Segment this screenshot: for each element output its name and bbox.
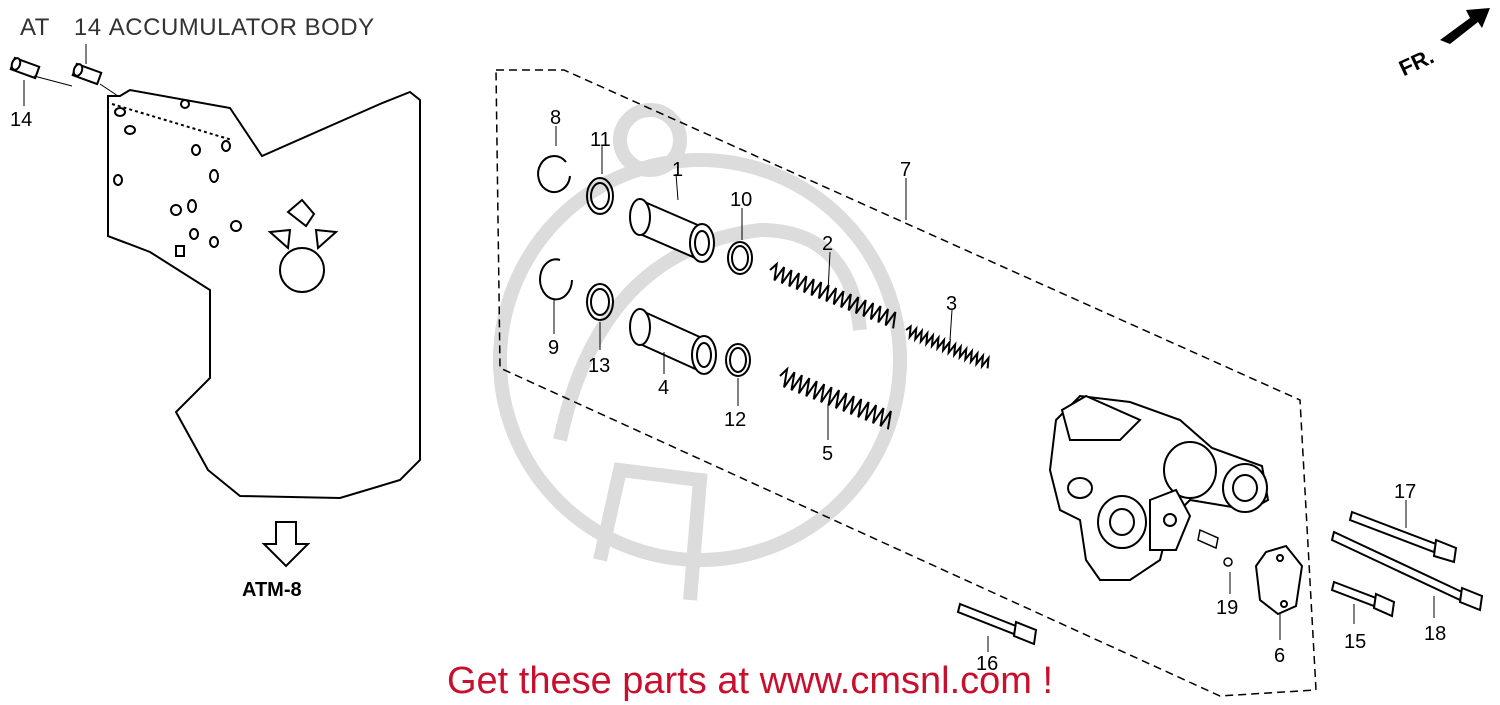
snap-rings [537,155,573,301]
callout-18: 18 [1424,623,1446,645]
accumulator-springs [769,261,990,430]
callout-14-left: 14 [10,109,32,131]
callout-16: 16 [976,653,998,675]
check-ball [1197,528,1233,567]
callout-17: 17 [1394,481,1416,503]
callout-9: 9 [548,337,559,359]
callout-4: 4 [658,377,669,399]
cover-plate [1254,544,1304,616]
title-category: AT [20,14,50,41]
callout-10: 10 [730,189,752,211]
front-direction-arrow: FR. [1395,8,1490,81]
dowel-pins [9,56,119,97]
callout-12: 12 [724,409,746,431]
callout-3: 3 [946,293,957,315]
accumulator-body [1048,394,1270,581]
callout-8: 8 [550,107,561,129]
callout-6: 6 [1274,645,1285,667]
footer-promo: Get these parts at www.cmsnl.com ! [446,660,1054,702]
title-text: ACCUMULATOR BODY [108,14,375,41]
callout-15: 15 [1344,631,1366,653]
title-part-number: 14 [73,14,102,41]
o-rings [586,177,753,377]
front-direction-label: FR. [1395,43,1438,81]
callout-19: 19 [1216,597,1238,619]
callout-labels: 14 1 2 3 4 5 6 7 8 9 10 11 12 13 15 16 1… [10,107,1446,675]
leader-lines [553,126,1435,652]
separator-plate [107,88,421,500]
kit-boundary [495,69,1317,697]
callout-7: 7 [900,159,911,181]
reference-arrow: ATM-8 [242,521,311,601]
reference-label: ATM-8 [242,579,302,601]
callout-1: 1 [672,159,683,181]
accumulator-pistons [629,198,717,375]
callout-13: 13 [588,355,610,377]
callout-5: 5 [822,443,833,465]
bolts [956,510,1484,646]
callout-2: 2 [822,233,833,255]
callout-11: 11 [590,129,611,151]
page-title: AT 14 ACCUMULATOR BODY [20,14,375,42]
